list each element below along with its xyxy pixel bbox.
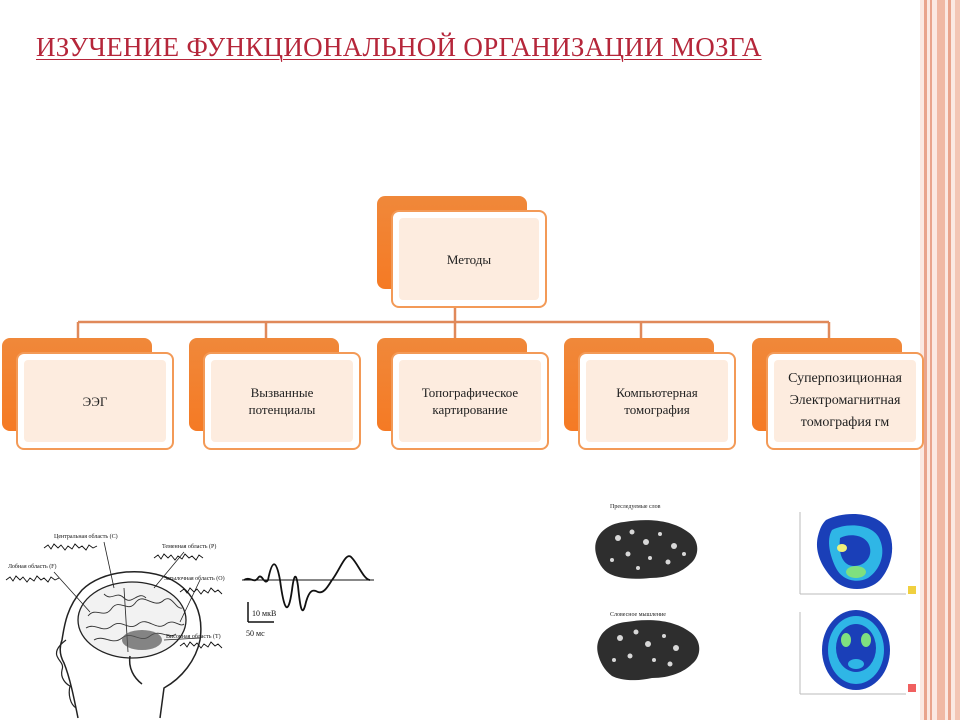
eeg-label-temporal: Височная область (Т) (166, 633, 221, 640)
ep-amplitude-label: 10 мкВ (252, 609, 276, 618)
node-box: Методы (391, 210, 547, 308)
diagram-node-em-tomography: Суперпозиционная Электромагнитная томогр… (752, 338, 924, 452)
page-title: ИЗУЧЕНИЕ ФУНКЦИОНАЛЬНОЙ ОРГАНИЗАЦИИ МОЗГ… (36, 32, 762, 62)
node-box: Вызванные потенциалы (203, 352, 361, 450)
node-label-topographic-mapping: Топографическое картирование (421, 385, 519, 417)
node-label-eeg: ЭЭГ (82, 393, 108, 409)
eeg-label-central: Центральная область (С) (54, 533, 118, 540)
ep-time-label: 50 мс (246, 629, 265, 638)
diagram-node-evoked-potentials: Вызванные потенциалы (189, 338, 361, 452)
eeg-label-occipital: Затылочная область (О) (164, 575, 225, 582)
evoked-potential-graph: 10 мкВ 50 мс (242, 555, 374, 638)
eeg-label-parietal: Теменная область (Р) (162, 543, 216, 550)
em-tomography-images (796, 508, 920, 704)
node-box: Топографическое картирование (391, 352, 549, 450)
ct-brain-images: Преследуемые слов Словесное мышление (588, 498, 708, 694)
node-label-em-tomography: Суперпозиционная Электромагнитная томогр… (788, 371, 902, 430)
eeg-label-frontal: Лобная область (F) (8, 563, 57, 570)
diagram-node-eeg: ЭЭГ (2, 338, 174, 452)
ct-bottom-caption: Словесное мышление (610, 612, 666, 618)
decorative-border-stripes (920, 0, 960, 720)
node-box: ЭЭГ (16, 352, 174, 450)
root-node-label: Методы (446, 251, 492, 267)
ct-top-caption: Преследуемые слов (610, 504, 661, 510)
node-label-computed-tomography: Компьютерная томография (616, 385, 698, 417)
node-label-evoked-potentials: Вызванные потенциалы (248, 385, 316, 417)
node-box: Суперпозиционная Электромагнитная томогр… (766, 352, 924, 450)
diagram-root-node: Методы (377, 196, 549, 310)
eeg-head-illustration: Центральная область (С) Теменная область… (4, 528, 240, 720)
diagram-node-topographic-mapping: Топографическое картирование (377, 338, 549, 452)
node-box: Компьютерная томография (578, 352, 736, 450)
diagram-node-computed-tomography: Компьютерная томография (564, 338, 736, 452)
